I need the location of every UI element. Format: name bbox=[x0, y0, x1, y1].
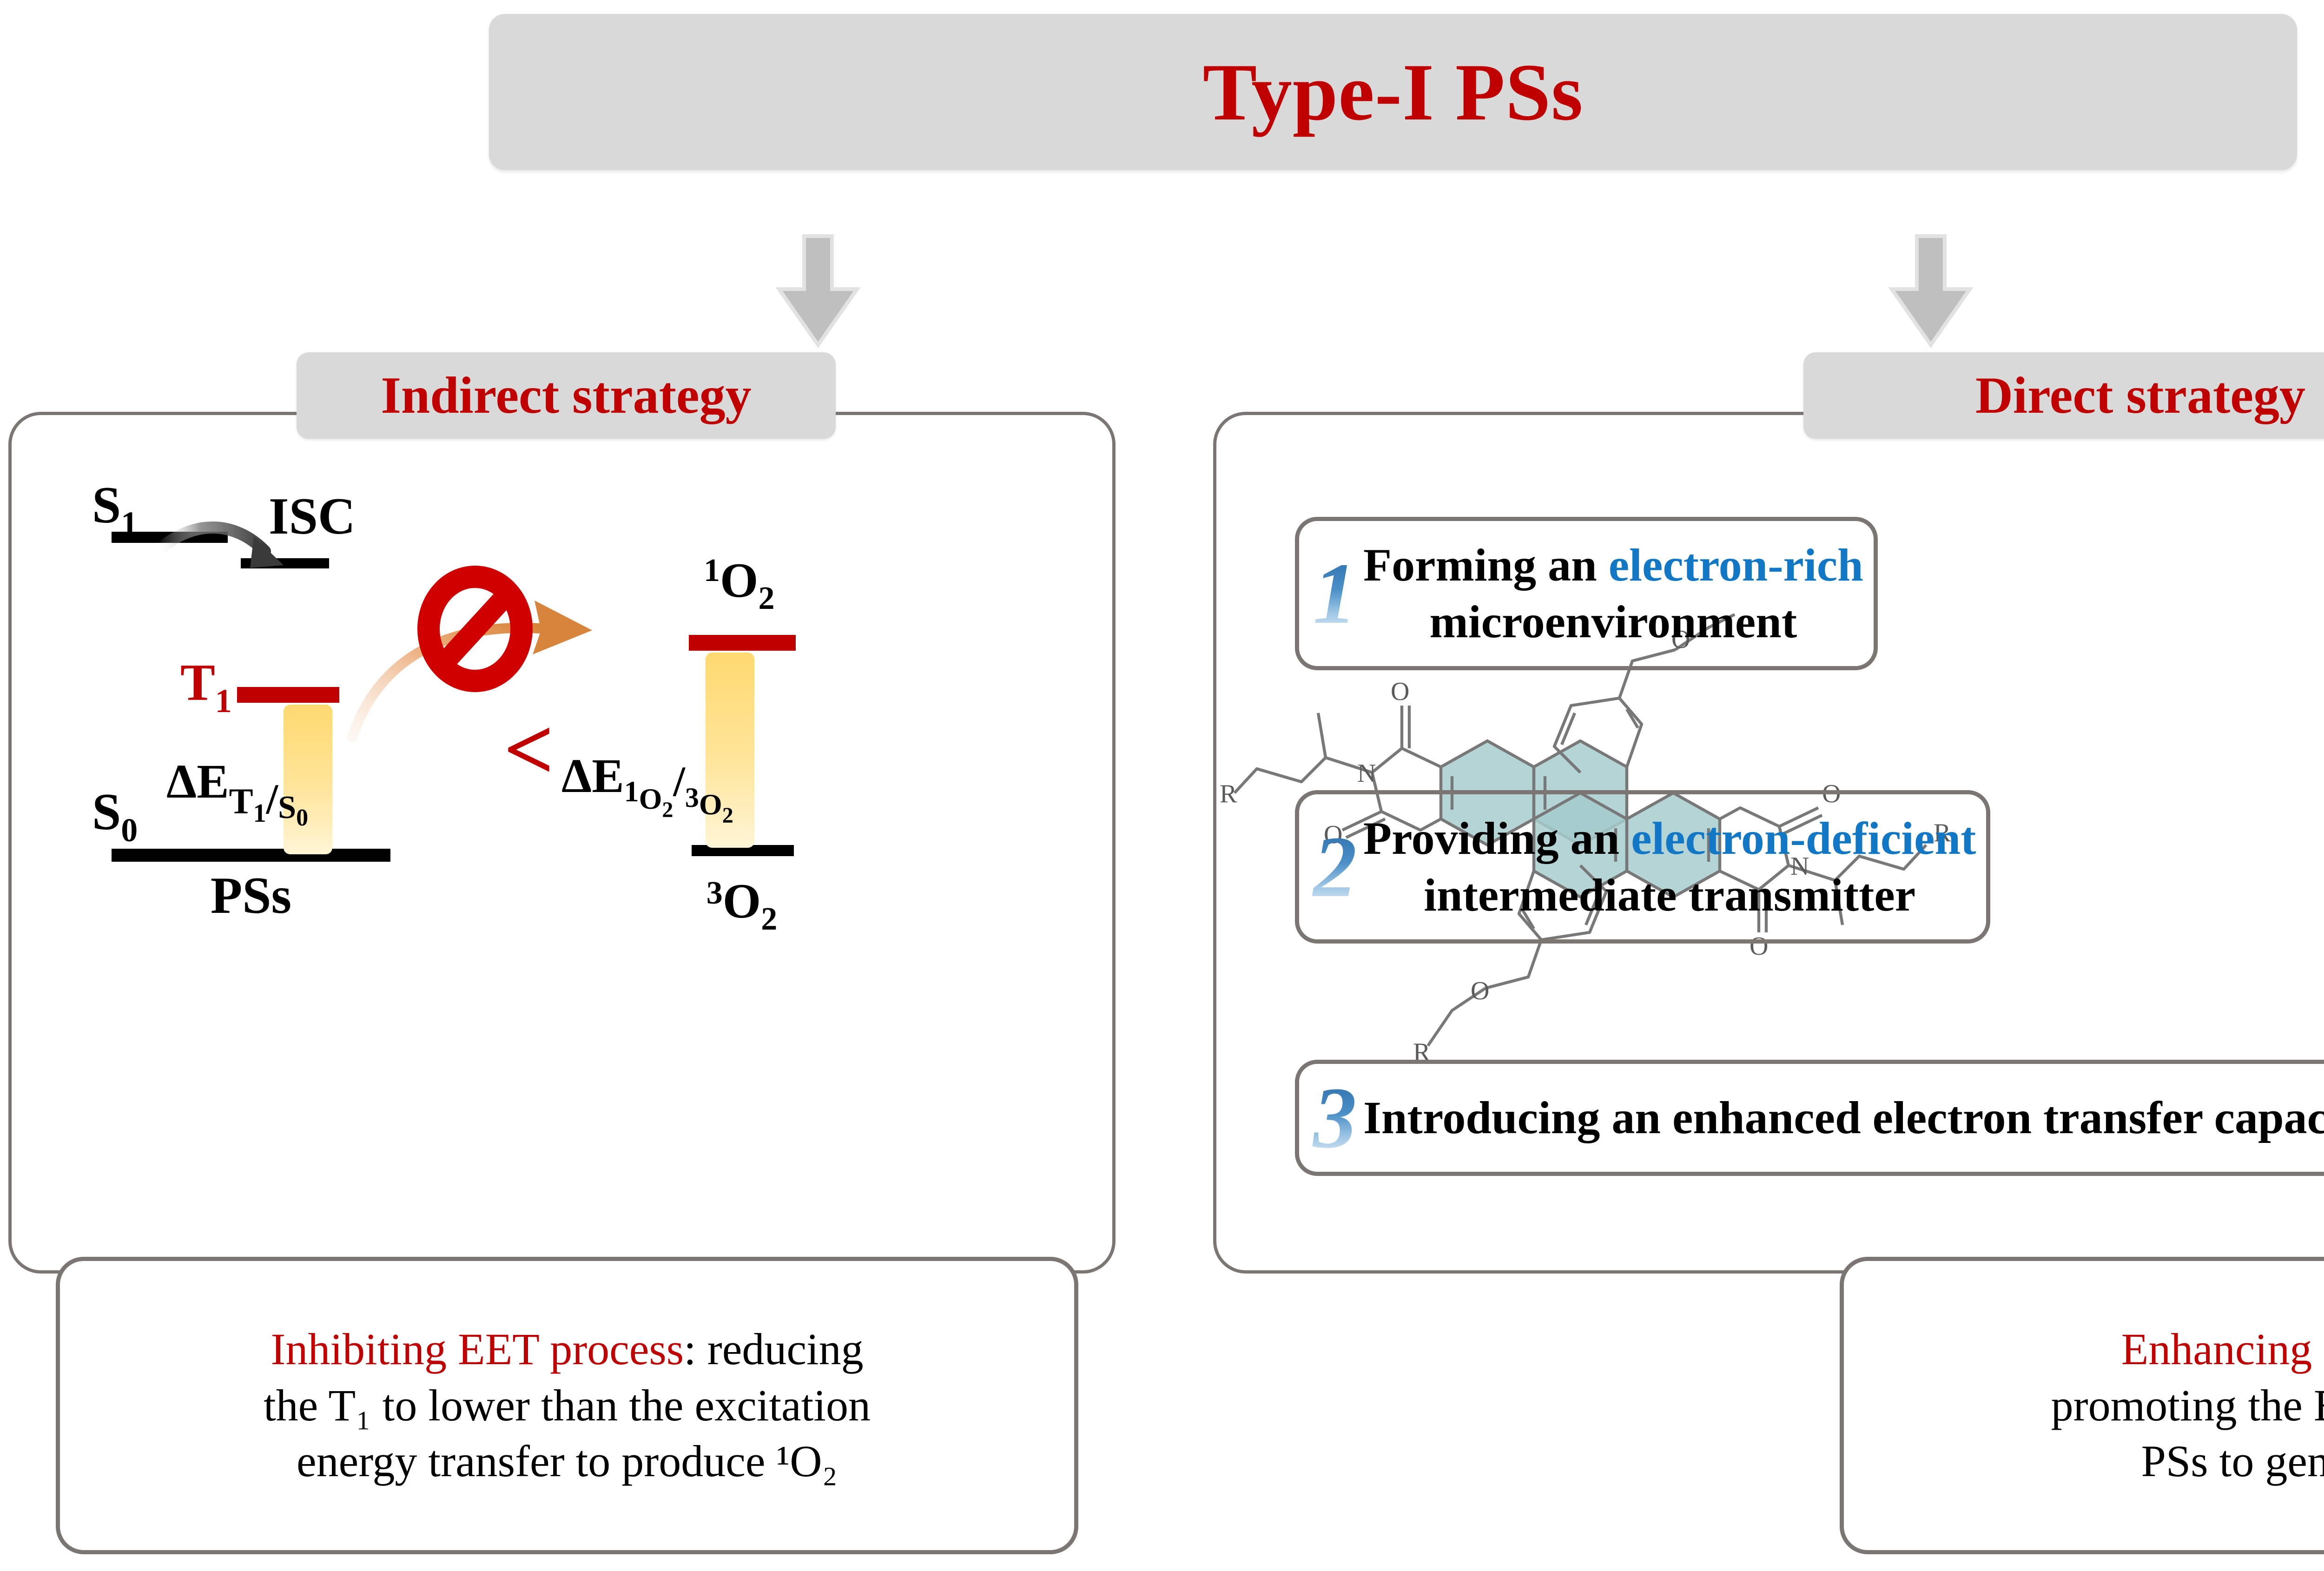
step-2-number: 2 bbox=[1310, 823, 1363, 911]
direct-summary-highlight: Enhancing ET process: bbox=[2121, 1324, 2324, 1374]
svg-text:S1: S1 bbox=[92, 476, 138, 542]
step-1-keyword: electron-rich bbox=[1608, 539, 1863, 591]
svg-text:T1: T1 bbox=[180, 654, 232, 719]
indirect-summary-line2: the T₁ to lower than the excitation bbox=[264, 1380, 871, 1430]
step-3-box[interactable]: 3 Introducing an enhanced electron trans… bbox=[1295, 1060, 2324, 1176]
step-2-keyword: electron-deficient bbox=[1631, 812, 1976, 864]
direct-summary-line3: PSs to generate O₂•⁻ bbox=[2141, 1436, 2324, 1486]
direct-summary-box: Enhancing ET process: promoting the ET e… bbox=[1840, 1257, 2324, 1554]
indirect-summary-highlight: Inhibiting EET process bbox=[271, 1324, 684, 1374]
page-title-banner: Type-I PSs bbox=[489, 14, 2297, 170]
svg-text:ISC: ISC bbox=[269, 488, 356, 545]
page-title: Type-I PSs bbox=[1202, 46, 1584, 137]
direct-strategy-label: Direct strategy bbox=[1975, 367, 2305, 424]
grey-down-arrow-icon-left bbox=[772, 231, 865, 352]
jablonski-energy-diagram: < S1 ISC T1 S0 1O2 ΔET1/S0 ΔE1O2/3O2 PSs… bbox=[8, 412, 1109, 1267]
indirect-strategy-header: Indirect strategy bbox=[297, 352, 836, 439]
indirect-summary-line3: energy transfer to produce ¹O₂ bbox=[296, 1436, 838, 1486]
step-3-text: Introducing an enhanced electron transfe… bbox=[1363, 1092, 2324, 1143]
indirect-summary-box: Inhibiting EET process: reducing the T₁ … bbox=[56, 1257, 1078, 1554]
svg-text:PSs: PSs bbox=[211, 867, 291, 924]
indirect-summary-line1: : reducing bbox=[684, 1324, 864, 1374]
indirect-strategy-label: Indirect strategy bbox=[381, 367, 752, 424]
svg-text:3O2: 3O2 bbox=[706, 874, 777, 937]
svg-text:1O2: 1O2 bbox=[704, 553, 774, 616]
step-3-number: 3 bbox=[1310, 1074, 1363, 1162]
step-row-3: 3 Introducing an enhanced electron trans… bbox=[1295, 1060, 2324, 1176]
direct-summary-line2: promoting the ET efficiency of bbox=[2051, 1380, 2324, 1430]
svg-text:S0: S0 bbox=[92, 783, 138, 849]
direct-strategy-header: Direct strategy bbox=[1803, 352, 2324, 439]
red-prohibition-sign-icon bbox=[417, 566, 533, 692]
svg-text:<: < bbox=[504, 701, 554, 799]
indirect-strategy-panel bbox=[8, 412, 1116, 1274]
grey-down-arrow-icon-right bbox=[1884, 231, 1977, 352]
step-1-number: 1 bbox=[1310, 550, 1363, 637]
